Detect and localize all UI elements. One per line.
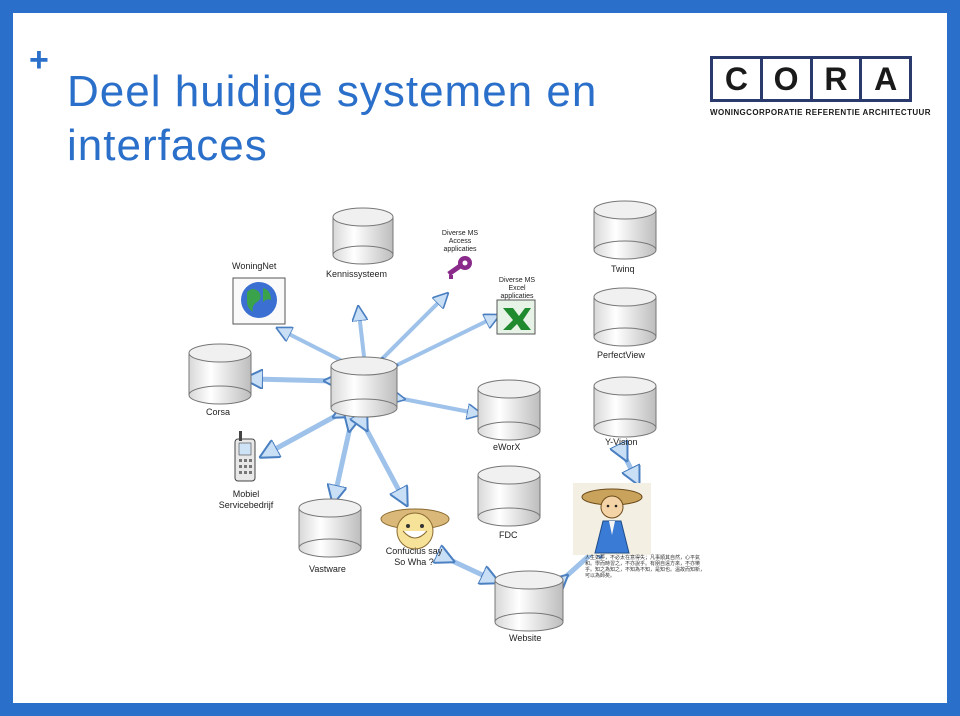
logo-box: C O R A (710, 56, 912, 102)
label-ms-access: Diverse MS Access applicaties (441, 230, 479, 253)
label-fdc: FDC (499, 530, 518, 540)
arrow-corsa (253, 379, 333, 381)
cora-logo: C O R A WONINGCORPORATIE REFERENTIE ARCH… (710, 56, 940, 136)
arrow-eworx (398, 398, 475, 413)
db-website (494, 570, 564, 632)
logo-letter-r: R (813, 59, 863, 99)
globe-icon (232, 277, 286, 325)
label-website: Website (509, 633, 542, 643)
label-ms-excel: Diverse MS Excel applicaties (498, 277, 536, 300)
logo-letter-a: A (874, 60, 898, 97)
label-twinq: Twinq (611, 264, 635, 274)
logo-letter-c: C (713, 59, 763, 99)
db-vastware (298, 498, 362, 558)
label-woningnet: WoningNet (232, 261, 277, 271)
arrow-vastware (335, 423, 351, 495)
label-mobiel: Mobiel Servicebedrijf (218, 489, 274, 510)
db-fdc (477, 465, 541, 527)
logo-letter-o: O (763, 59, 813, 99)
label-eworx: eWorX (493, 442, 521, 452)
label-yvision: Y-Vision (605, 437, 638, 447)
label-confucius: Confucius say So Wha ? (385, 546, 443, 567)
db-twinq (593, 200, 657, 260)
chinese-text-block: 人生如夢，不必太在意得失；凡事順其自然，心平氣和。學而時習之，不亦說乎。有朋自遠… (585, 555, 706, 579)
key-icon (447, 256, 472, 279)
slide: + Deel huidige systemen en interfaces C … (13, 13, 947, 703)
db-yvision (593, 376, 657, 438)
mobile-phone-icon (234, 431, 256, 482)
page-title: Deel huidige systemen en interfaces (67, 67, 598, 170)
label-perfectview: PerfectView (597, 350, 645, 360)
arrow-access (378, 298, 443, 363)
db-eworx (477, 379, 541, 441)
arrow-website (446, 558, 491, 579)
plus-icon: + (29, 41, 49, 79)
arrow-excel (391, 318, 493, 368)
excel-icon (496, 299, 536, 335)
db-hub (330, 356, 398, 418)
arrow-confucius (363, 423, 403, 498)
label-vastware: Vastware (309, 564, 346, 574)
label-corsa: Corsa (206, 407, 231, 417)
db-perfectview (593, 287, 657, 347)
smiling-face-icon (380, 508, 450, 550)
db-corsa (188, 343, 252, 405)
arrow-mobiel (268, 413, 341, 453)
arrow-yvision (623, 453, 635, 477)
db-kennissysteem (332, 207, 394, 265)
confucius-figure-icon (573, 483, 651, 555)
logo-subtitle: WONINGCORPORATIE REFERENTIE ARCHITECTUUR (710, 108, 931, 117)
arrow-kennissysteem (359, 313, 365, 365)
system-diagram (188, 200, 657, 632)
label-kennissysteem: Kennissysteem (326, 269, 388, 279)
